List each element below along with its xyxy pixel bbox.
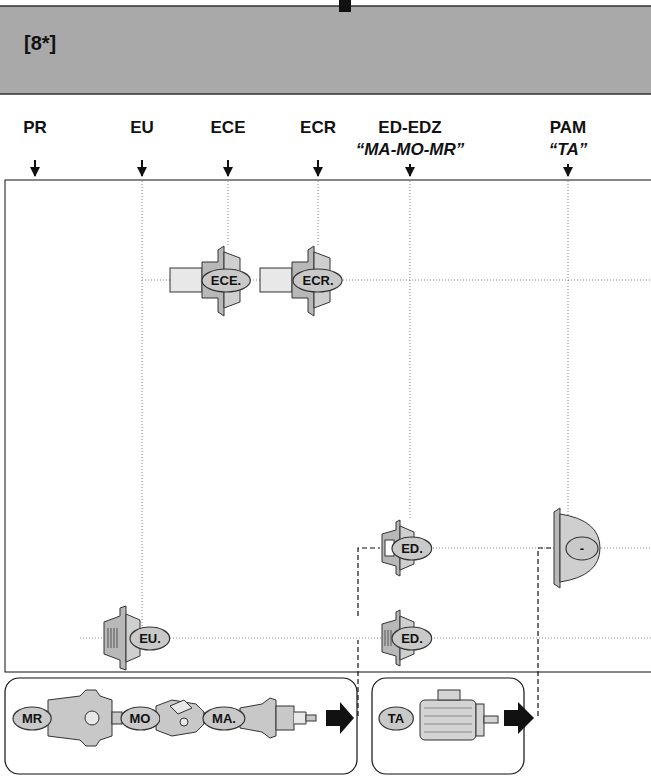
- title-band: [0, 6, 651, 94]
- label-badge: ECR.: [292, 268, 343, 293]
- badge-text: -: [580, 541, 584, 556]
- grid-lines: [80, 181, 651, 638]
- label-badge: MA.: [202, 706, 246, 731]
- leader-line: [538, 548, 552, 716]
- label-badge: ED.: [391, 626, 433, 651]
- badge-text: MR: [22, 711, 42, 726]
- pam-flange: [554, 508, 600, 588]
- badge-text: MO: [130, 711, 151, 726]
- badge-text: ECR.: [302, 273, 333, 288]
- badge-text: ECE.: [211, 273, 241, 288]
- column-header: ECR: [300, 118, 336, 138]
- badge-text: TA: [388, 711, 404, 726]
- label-badge: MR: [12, 706, 52, 731]
- main-panel: [5, 180, 651, 672]
- column-header: PAM: [550, 118, 587, 138]
- column-header: “TA”: [549, 140, 587, 160]
- badge-text: EU.: [139, 631, 161, 646]
- header-arrows: [35, 160, 568, 176]
- badge-text: MA.: [212, 711, 236, 726]
- flow-arrow: [326, 702, 354, 734]
- label-badge: EU.: [129, 626, 171, 651]
- flow-arrow: [504, 702, 534, 734]
- label-badge: -: [565, 536, 599, 561]
- leader-line: [358, 548, 380, 716]
- motor-group-box: [372, 678, 524, 774]
- label-badge: TA: [378, 706, 414, 731]
- ma-motor: [240, 698, 316, 738]
- label-badge: ED.: [391, 536, 433, 561]
- column-header: EU: [130, 118, 154, 138]
- badge-text: ED.: [401, 631, 423, 646]
- label-badge: MO: [120, 706, 161, 731]
- column-header: ED-EDZ: [378, 118, 441, 138]
- column-header: PR: [23, 118, 47, 138]
- badge-text: ED.: [401, 541, 423, 556]
- marker-square: [339, 0, 351, 12]
- column-header: “MA-MO-MR”: [356, 140, 465, 160]
- mr-motor: [48, 690, 122, 746]
- column-header: ECE: [211, 118, 246, 138]
- title: [8*]: [24, 32, 56, 55]
- motor-group-box: [5, 678, 357, 774]
- label-badge: ECE.: [201, 268, 251, 293]
- ta-motor: [420, 690, 498, 740]
